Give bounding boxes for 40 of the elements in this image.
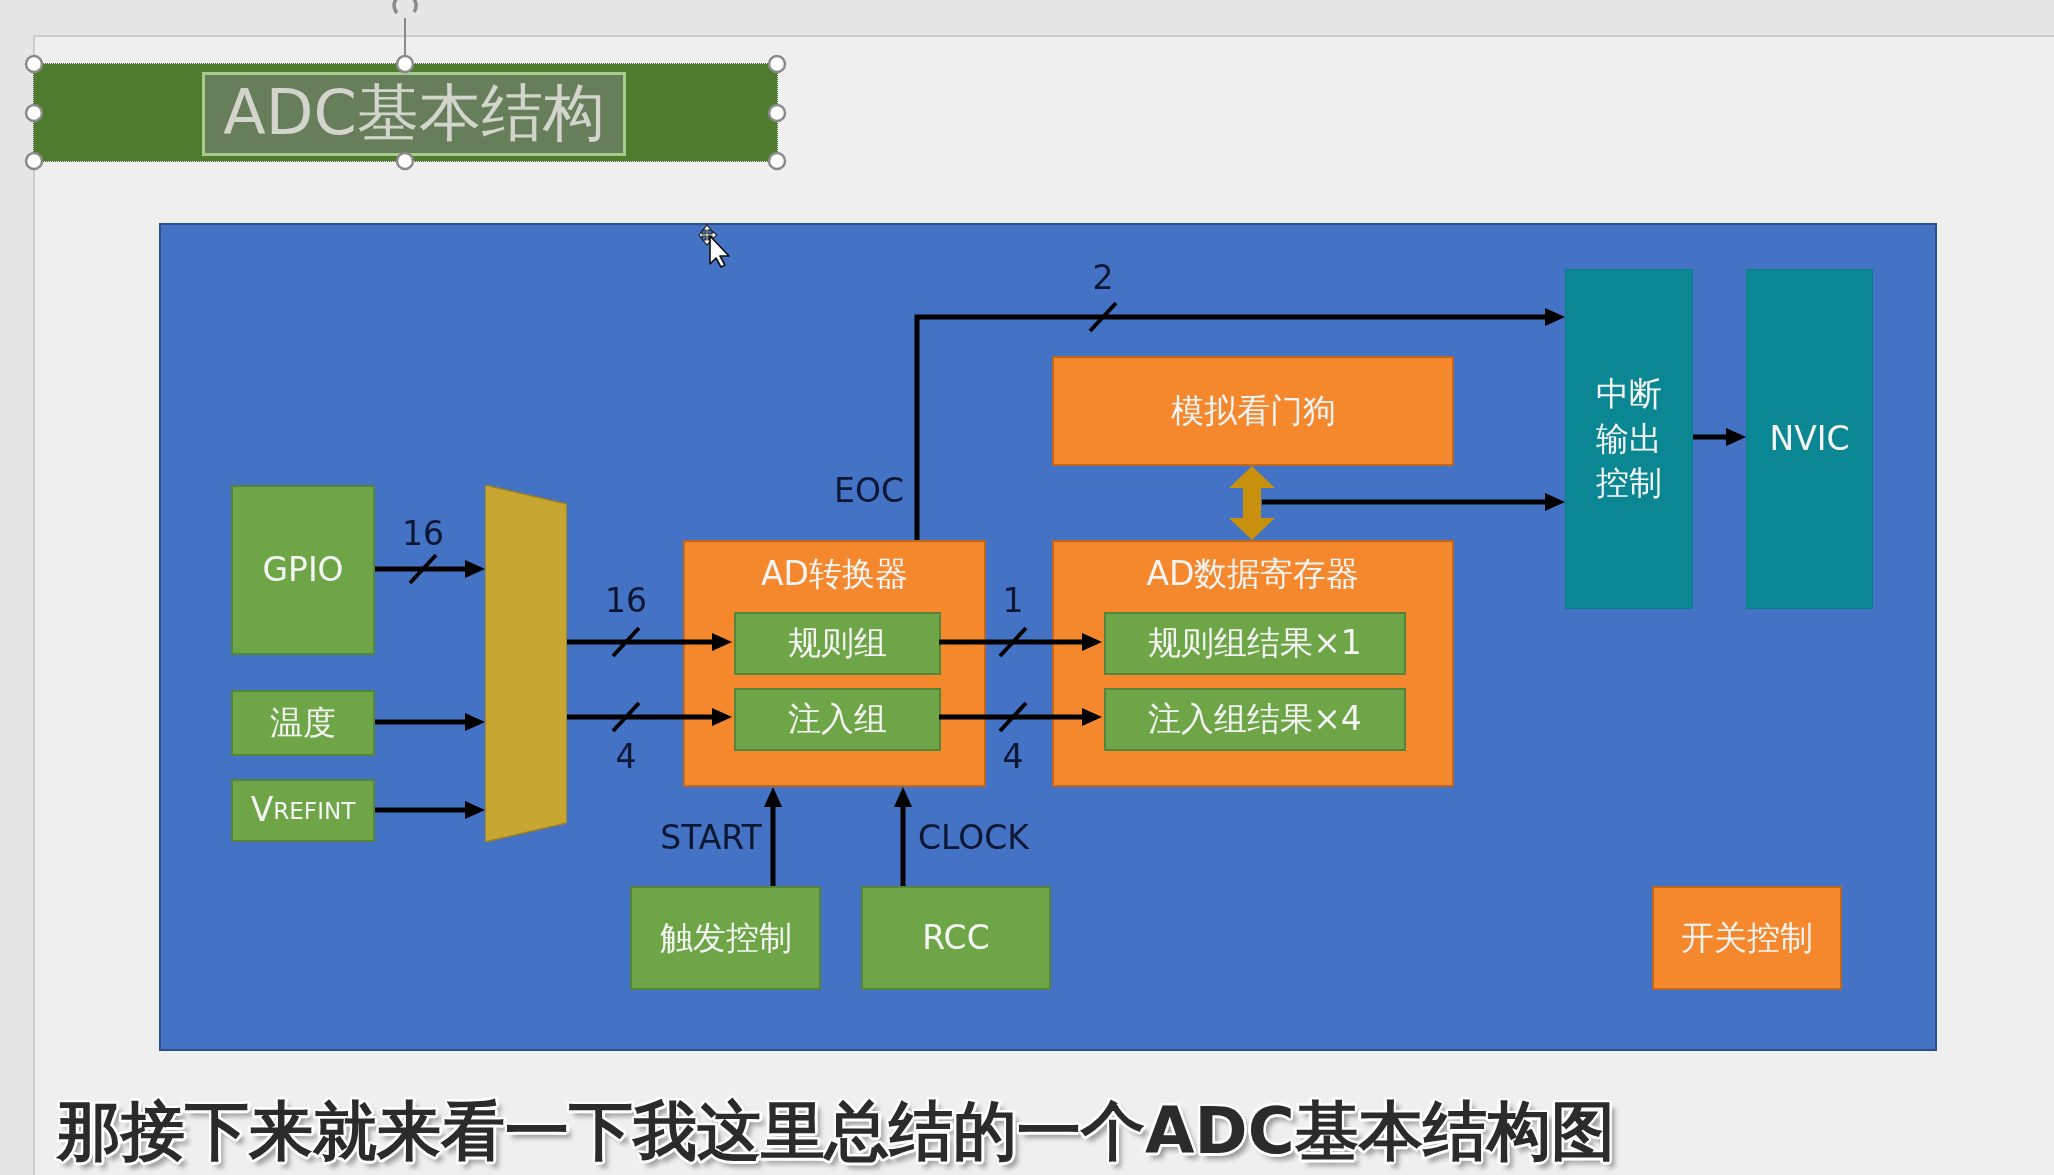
signal-label: EOC (834, 472, 904, 510)
box-heading: AD数据寄存器 (1146, 554, 1360, 594)
process-box: NVIC (1746, 269, 1873, 609)
arrow (567, 708, 732, 726)
box-heading: AD转换器 (761, 554, 908, 594)
edge-label: 2 (1092, 259, 1114, 297)
arrow (939, 708, 1102, 726)
process-box: 触发控制 (630, 886, 821, 990)
edge-label: 4 (1002, 738, 1024, 776)
arrow (1262, 493, 1565, 511)
edge-label: 16 (402, 515, 444, 553)
process-box: RCC (861, 886, 1051, 990)
process-box: 注入组结果×4 (1104, 688, 1406, 751)
edge-label: START (660, 819, 762, 857)
double-arrow (1229, 466, 1275, 540)
container-box (683, 540, 986, 787)
edge-label: 1 (1002, 582, 1024, 620)
arrow (764, 787, 782, 886)
arrow (375, 560, 485, 578)
subtitle-text: 那接下来就来看一下我这里总结的一个ADC基本结构图 (57, 1093, 1615, 1169)
process-box: 注入组 (734, 688, 941, 751)
edge-label: 4 (615, 738, 637, 776)
arrow (939, 633, 1102, 651)
process-box: 温度 (231, 690, 375, 756)
container-box (1052, 540, 1454, 787)
arrow (914, 308, 1565, 540)
process-box: 规则组 (734, 612, 941, 675)
arrow (567, 633, 732, 651)
arrow (894, 787, 912, 886)
process-box: 模拟看门狗 (1052, 356, 1454, 466)
process-box: 中断输出控制 (1565, 269, 1693, 609)
edge-label: 16 (605, 582, 647, 620)
arrow (375, 801, 485, 819)
arrow (375, 713, 485, 731)
process-box: 规则组结果×1 (1104, 612, 1406, 675)
process-box: GPIO (231, 485, 375, 655)
trapezoid-shape (485, 485, 567, 842)
process-box: 开关控制 (1652, 886, 1842, 990)
edge-label: CLOCK (918, 819, 1029, 857)
arrow (1693, 428, 1746, 446)
